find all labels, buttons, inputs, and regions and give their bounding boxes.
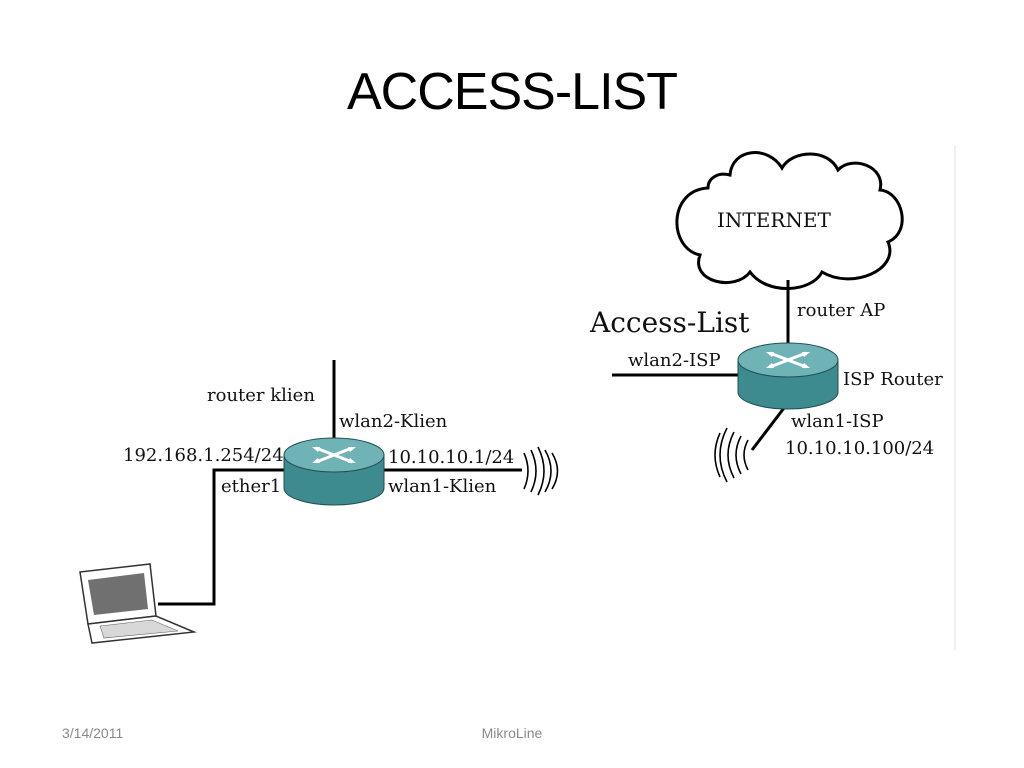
laptop-icon — [79, 563, 197, 644]
access-list-label: Access-List — [590, 306, 750, 339]
client-router-icon — [283, 437, 385, 506]
wireless-signal-icon-isp — [714, 427, 749, 483]
footer-center: MikroLine — [481, 725, 543, 741]
wireless-signal-icon-client — [523, 446, 559, 496]
internet-cloud-icon — [675, 151, 904, 290]
isp-router-label: ISP Router — [843, 369, 943, 390]
wlan-ip-label: 10.10.10.1/24 — [388, 447, 515, 468]
wlan1-isp-line — [750, 407, 786, 451]
router-klien-label: router klien — [207, 385, 315, 406]
footer-date: 3/14/2011 — [62, 725, 124, 741]
isp-router-icon — [737, 342, 839, 410]
wlan1-klien-label: wlan1-Klien — [388, 476, 497, 497]
router-ap-label: router AP — [797, 300, 886, 321]
ether1-label: ether1 — [221, 476, 282, 497]
wlan1-isp-ip-label: 10.10.10.100/24 — [785, 438, 935, 459]
wlan1-isp-label: wlan1-ISP — [791, 411, 884, 432]
slide-title: ACCESS-LIST — [347, 63, 678, 121]
ether1-line — [158, 468, 286, 606]
internet-label: INTERNET — [717, 208, 831, 232]
lan-ip-label: 192.168.1.254/24 — [123, 445, 284, 466]
wlan2-klien-label: wlan2-Klien — [339, 411, 448, 432]
wlan2-isp-label: wlan2-ISP — [628, 350, 721, 371]
